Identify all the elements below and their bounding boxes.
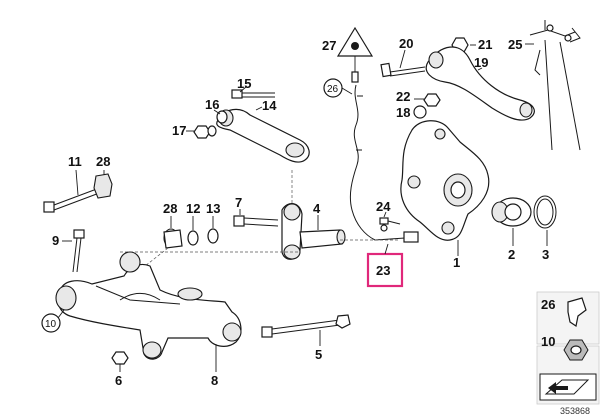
part-label-25[interactable]: 25 bbox=[508, 37, 522, 52]
bracket-28-lower bbox=[163, 228, 183, 249]
warning-triangle-icon bbox=[336, 26, 374, 83]
part-label-23[interactable]: 23 bbox=[376, 263, 390, 278]
bolt-7 bbox=[233, 215, 279, 227]
circlip-3 bbox=[533, 195, 557, 229]
hex-nut-icon bbox=[563, 339, 589, 361]
nut-6 bbox=[111, 351, 129, 365]
part-label-9[interactable]: 9 bbox=[52, 233, 59, 248]
part-label-7[interactable]: 7 bbox=[235, 195, 242, 210]
wheel-bearing-2 bbox=[491, 197, 532, 227]
legend-item-26[interactable]: 26 bbox=[541, 297, 555, 312]
part-label-8[interactable]: 8 bbox=[211, 373, 218, 388]
legend-panel bbox=[536, 291, 600, 405]
part-label-16[interactable]: 16 bbox=[205, 97, 219, 112]
part-label-18[interactable]: 18 bbox=[396, 105, 410, 120]
sleeve-4 bbox=[299, 229, 346, 249]
direction-arrow-icon bbox=[539, 373, 597, 401]
washer-12 bbox=[187, 230, 199, 246]
part-label-4[interactable]: 4 bbox=[313, 201, 321, 216]
nut-22 bbox=[423, 93, 441, 107]
part-label-24[interactable]: 24 bbox=[376, 199, 391, 214]
nut-17 bbox=[193, 125, 217, 139]
part-label-14[interactable]: 14 bbox=[262, 98, 277, 113]
bolt-15 bbox=[231, 89, 275, 99]
callout-26-circle: 26 bbox=[323, 78, 353, 98]
part-label-19[interactable]: 19 bbox=[474, 55, 488, 70]
bolt-24 bbox=[379, 217, 401, 225]
assembly-line-3 bbox=[139, 247, 169, 271]
reference-number: 353868 bbox=[560, 406, 590, 416]
bolt-5 bbox=[261, 314, 351, 338]
part-label-2[interactable]: 2 bbox=[508, 247, 515, 262]
wheel-speed-sensor-cable bbox=[349, 84, 419, 243]
brake-line-bracket-25 bbox=[529, 20, 581, 151]
part-label-28-lower[interactable]: 28 bbox=[163, 201, 177, 216]
part-label-21[interactable]: 21 bbox=[478, 37, 492, 52]
part-label-6[interactable]: 6 bbox=[115, 373, 122, 388]
bolt-9 bbox=[72, 229, 85, 273]
part-label-17[interactable]: 17 bbox=[172, 123, 186, 138]
wheel-carrier-1 bbox=[400, 120, 490, 241]
part-label-3[interactable]: 3 bbox=[542, 247, 549, 262]
bolt-20 bbox=[380, 62, 426, 78]
legend-item-10[interactable]: 10 bbox=[541, 334, 555, 349]
part-label-5[interactable]: 5 bbox=[315, 347, 322, 362]
washer-13 bbox=[207, 228, 219, 244]
part-label-27[interactable]: 27 bbox=[322, 38, 336, 53]
part-label-1[interactable]: 1 bbox=[453, 255, 460, 270]
bracket-28-upper bbox=[93, 173, 113, 199]
callout-10-circle: 10 bbox=[41, 309, 65, 333]
part-label-12[interactable]: 12 bbox=[186, 201, 200, 216]
part-label-13[interactable]: 13 bbox=[206, 201, 220, 216]
callout-10-text: 10 bbox=[45, 319, 57, 330]
clip-icon bbox=[567, 297, 587, 327]
part-label-11[interactable]: 11 bbox=[68, 154, 82, 169]
rear-subframe-8 bbox=[55, 251, 242, 360]
nut-18 bbox=[413, 105, 427, 119]
part-label-22[interactable]: 22 bbox=[396, 89, 410, 104]
toe-link bbox=[281, 203, 303, 260]
part-label-15[interactable]: 15 bbox=[237, 76, 251, 91]
upper-control-arm-19 bbox=[425, 46, 535, 121]
link-14 bbox=[216, 108, 310, 163]
part-label-28-upper[interactable]: 28 bbox=[96, 154, 110, 169]
callout-26-text: 26 bbox=[327, 84, 339, 95]
part-label-20[interactable]: 20 bbox=[399, 36, 413, 51]
